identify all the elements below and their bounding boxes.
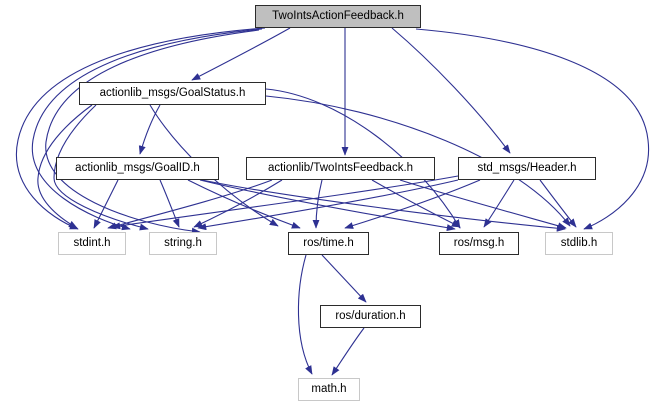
edge-header-stdint (111, 175, 459, 230)
node-std-msgs-header[interactable]: std_msgs/Header.h (458, 157, 596, 180)
node-label: std_msgs/Header.h (477, 161, 577, 174)
node-actionlib-msgs-goal-id[interactable]: actionlib_msgs/GoalID.h (56, 157, 219, 180)
edge-twoints-rosmsg (371, 179, 461, 228)
edge-rostime-math (297, 254, 313, 375)
edge-rosduration-math (331, 327, 365, 376)
edge-header-stdlib (539, 179, 577, 228)
edge-goalid-stdlib (201, 179, 566, 232)
edge-root-stdint (15, 27, 266, 230)
node-stdlib[interactable]: stdlib.h (545, 232, 613, 255)
node-label: stdlib.h (560, 236, 598, 249)
edge-goalstatus-stdint (37, 104, 93, 229)
node-label: math.h (311, 382, 347, 395)
edge-goalstatus-string (53, 104, 149, 231)
node-label: ros/duration.h (335, 309, 406, 322)
node-actionlib-two-ints-feedback[interactable]: actionlib/TwoIntsFeedback.h (246, 157, 435, 180)
edge-goalid-stdint (93, 179, 119, 229)
node-string[interactable]: string.h (149, 232, 217, 255)
edge-header-rosmsg (483, 179, 515, 228)
node-label: actionlib/TwoIntsFeedback.h (267, 161, 414, 174)
node-math[interactable]: math.h (298, 378, 360, 401)
node-label: string.h (164, 236, 202, 249)
edge-path-group (15, 27, 650, 376)
edge-goalid-rosmsg (199, 179, 456, 232)
node-label: TwoIntsActionFeedback.h (272, 9, 404, 22)
edge-header-string (197, 179, 459, 231)
edge-twoints-rostime (312, 179, 323, 229)
edge-goalstatus-rosmsg (265, 88, 461, 229)
node-ros-msg[interactable]: ros/msg.h (439, 232, 519, 255)
edge-twoints-string (193, 179, 283, 228)
node-label: ros/msg.h (453, 236, 505, 249)
edge-root-header (391, 27, 511, 154)
edge-twoints-stdint (107, 179, 273, 230)
edge-root-string (31, 28, 263, 231)
node-label: actionlib_msgs/GoalID.h (75, 161, 200, 174)
node-ros-duration[interactable]: ros/duration.h (320, 305, 421, 328)
edge-rostime-rosduration (321, 254, 367, 303)
edge-header-rostime (344, 179, 481, 229)
node-label: ros/time.h (303, 236, 354, 249)
node-ros-time[interactable]: ros/time.h (288, 232, 369, 255)
node-two-ints-action-feedback[interactable]: TwoIntsActionFeedback.h (255, 5, 421, 28)
edge-goalid-string (159, 179, 180, 228)
edge-root-rosmsg (45, 29, 260, 235)
edge-root-stdlib (415, 28, 650, 230)
node-label: stdint.h (73, 236, 111, 249)
node-actionlib-msgs-goal-status[interactable]: actionlib_msgs/GoalStatus.h (79, 82, 266, 105)
node-label: actionlib_msgs/GoalStatus.h (99, 86, 246, 99)
edge-goalstatus-stdlib (265, 95, 571, 227)
edge-root-goalstatus (191, 27, 291, 81)
edge-twoints-stdlib (399, 179, 567, 230)
edge-goalstatus-goalid (138, 104, 161, 155)
edge-goalid-rostime (187, 179, 301, 229)
node-stdint[interactable]: stdint.h (58, 232, 126, 255)
